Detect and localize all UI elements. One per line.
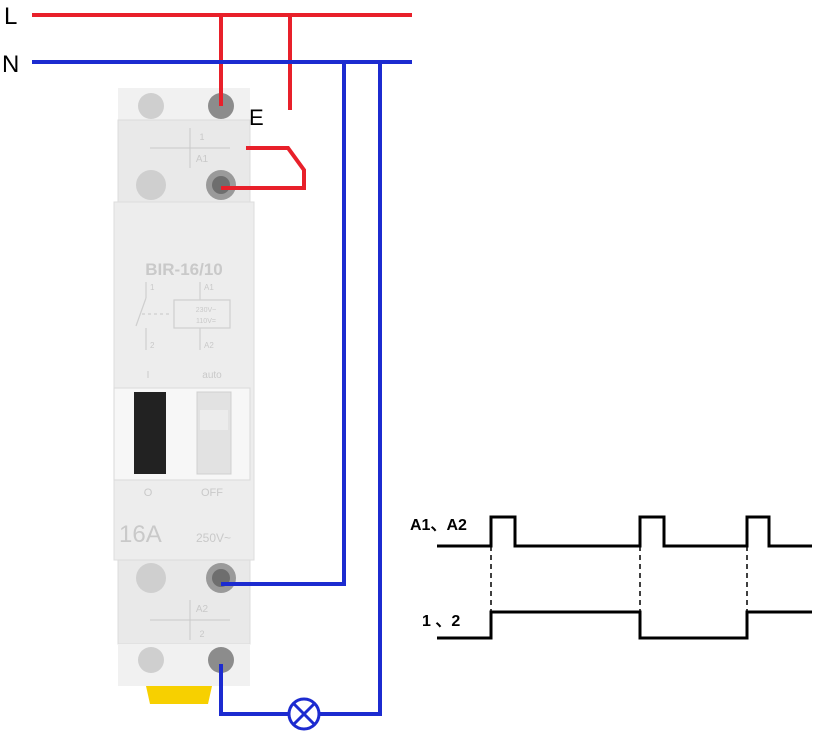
bottom-left-hole xyxy=(136,563,166,593)
top-right-terminal-screw-head xyxy=(212,176,230,194)
input-waveform xyxy=(437,515,812,548)
schematic-contact-bottom: 2 xyxy=(150,341,155,350)
terminal-bottom-name: A2 xyxy=(196,604,209,615)
rating-voltage: 250V~ xyxy=(196,531,231,545)
timing-input-label: A1、A2 xyxy=(410,517,467,534)
device-model: BIR-16/10 xyxy=(145,260,222,279)
switch-label: E xyxy=(249,105,264,130)
neutral-to-a2-wire xyxy=(221,62,346,586)
din-rail-clip xyxy=(146,686,212,704)
schematic-contact-top: 1 xyxy=(150,283,155,292)
output-waveform xyxy=(437,610,812,640)
terminal-top-name: A1 xyxy=(196,154,209,165)
rating-current: 16A xyxy=(119,521,162,548)
schematic-voltage-ac: 230V~ xyxy=(196,307,216,314)
selector-lever-light[interactable] xyxy=(196,391,232,475)
neutral-label: N xyxy=(2,51,19,78)
bottom-right-screw xyxy=(208,647,234,673)
schematic-coil-bottom: A2 xyxy=(204,341,214,350)
neutral-to-lamp-wire xyxy=(320,62,382,716)
top-left-screw-hole xyxy=(138,93,164,119)
selector-label-left-bottom: O xyxy=(144,487,153,499)
bottom-left-screw-hole xyxy=(138,647,164,673)
timing-output-label: 1 、2 xyxy=(422,613,460,630)
relay-device: 1 A1 BIR-16/10 1 2 A1 A2 230V~ 110V= I a… xyxy=(113,88,255,704)
schematic-coil-top: A1 xyxy=(204,283,214,292)
live-label: L xyxy=(4,3,17,30)
contact-to-lamp-wire xyxy=(219,664,288,716)
selector-label-left-top: I xyxy=(147,370,150,381)
selector-label-right-bottom: OFF xyxy=(201,487,223,499)
device-body xyxy=(113,201,255,561)
selector-label-right-top: auto xyxy=(202,370,222,381)
switch-to-a1-wire xyxy=(221,146,306,190)
lamp-icon xyxy=(287,697,321,731)
selector-lever-dark[interactable] xyxy=(134,392,166,474)
neutral-wiring xyxy=(32,60,412,716)
schematic-voltage-dc: 110V= xyxy=(196,318,216,325)
selector-lever-highlight xyxy=(200,410,228,430)
top-left-hole xyxy=(136,170,166,200)
terminal-bottom-number: 2 xyxy=(199,629,204,639)
timing-diagram: A1、A2 1 、2 xyxy=(410,515,812,640)
terminal-top-number: 1 xyxy=(199,132,204,142)
device-schematic xyxy=(135,282,231,350)
